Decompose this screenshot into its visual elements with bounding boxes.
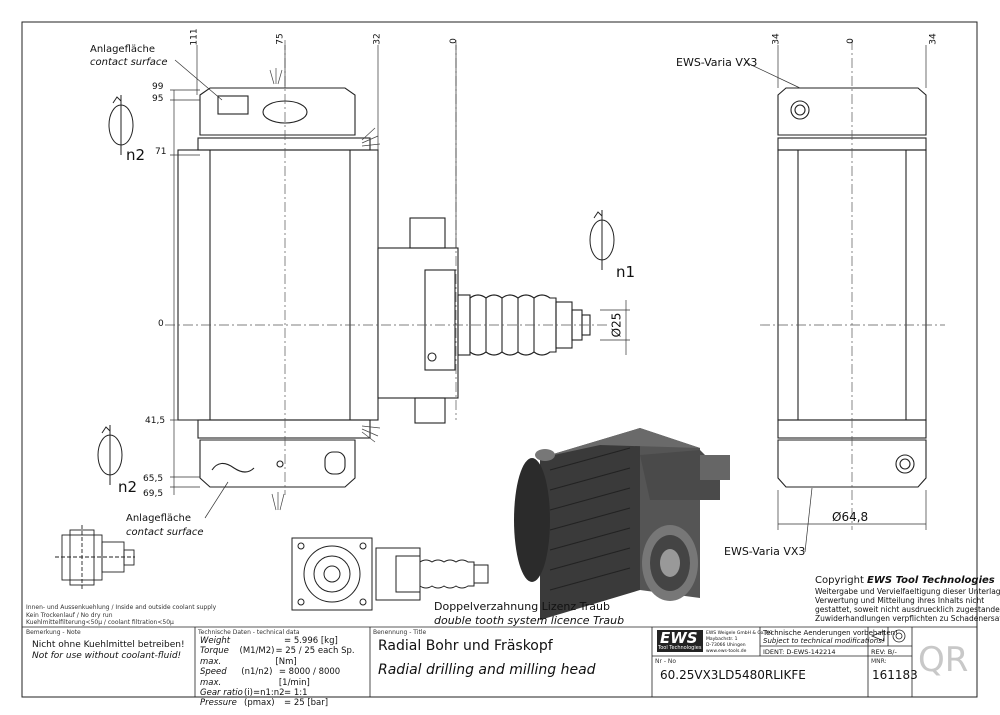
- front-detail-view: [291, 537, 489, 611]
- note-de: Nicht ohne Kuehlmittel betreiben!: [32, 640, 185, 650]
- company-1: EWS Weigele GmbH & Co. KG: [706, 631, 773, 636]
- varia-top-label: EWS-Varia VX3: [676, 56, 758, 69]
- front-view: [177, 87, 591, 488]
- changes-de: Technische Aenderungen vorbehalten!: [763, 629, 898, 637]
- dim-99: 99: [152, 82, 164, 92]
- coolant-note-2: Kein Trockenlauf / No dry run: [26, 612, 113, 619]
- company-4: www.ews-tools.de: [706, 649, 747, 654]
- copyright-title: Copyright EWS Tool Technologies: [815, 575, 995, 586]
- dimension-lines-side: [744, 45, 927, 553]
- tech-row: Gear ratio(i)=n1:n2= 1:1: [200, 688, 368, 698]
- name-header: Benennung - Title: [373, 629, 427, 636]
- coolant-section-view: [55, 525, 135, 590]
- dim-34-right: 34: [928, 33, 939, 45]
- company-3: D-73066 Uhingen: [706, 643, 746, 648]
- tech-row: Weight = 5.996 [kg]: [200, 636, 368, 646]
- qr-placeholder: QR: [918, 640, 969, 680]
- contact-top-de: Anlagefläche: [90, 44, 155, 55]
- tech-row: Pressure (pmax) = 25 [bar]: [200, 698, 368, 708]
- mnr-value: 161183: [872, 668, 918, 682]
- tech-value: = 5.996 [kg]: [284, 636, 338, 646]
- coolant-note-3: Kuehlmittelfilterung<50μ / coolant filtr…: [26, 619, 174, 626]
- ident: IDENT: D-EWS-142214: [763, 648, 836, 656]
- tech-value: = 1:1: [284, 688, 308, 699]
- tech-row: Speed max. (n1/n2) = 8000 / 8000 [1/min]: [200, 667, 368, 688]
- contact-top-en: contact surface: [90, 57, 168, 68]
- note-en: Not for use without coolant-fluid!: [32, 651, 182, 661]
- changes-en: Subject to technical modifications!: [763, 637, 885, 645]
- title-en: Radial drilling and milling head: [378, 662, 596, 678]
- n1-label: n1: [616, 263, 636, 281]
- projection-symbol: [870, 629, 906, 643]
- rotation-symbols: [97, 95, 615, 485]
- coolant-note-1: Innen- und Aussenkuehlung / Inside and o…: [26, 604, 217, 611]
- dim-71: 71: [155, 147, 167, 157]
- 3d-render: [514, 428, 730, 620]
- centerlines-side: [760, 40, 945, 530]
- tech-unit: (M1/M2): [239, 646, 275, 657]
- dim-0-side: 0: [845, 38, 856, 44]
- rev: REV: B/-: [871, 648, 897, 656]
- varia-bottom-label: EWS-Varia VX3: [724, 545, 806, 558]
- tech-unit: [244, 636, 284, 646]
- licence-de: Doppelverzahnung Lizenz Traub: [434, 600, 610, 613]
- tech-label: Torque max.: [200, 646, 229, 667]
- contact-bottom-de: Anlagefläche: [126, 513, 191, 524]
- tech-unit: (i)=n1:n2: [244, 688, 285, 699]
- dim-95: 95: [152, 94, 164, 104]
- coolant-spray-marks: [269, 68, 381, 511]
- dia-shaft-label: Ø25: [609, 312, 624, 338]
- copyright-line-3: gestattet, soweit nicht ausdruecklich zu…: [815, 605, 1000, 614]
- dim-69-5: 69,5: [143, 489, 164, 499]
- title-de: Radial Bohr und Fräskopf: [378, 638, 553, 654]
- logo-text: EWS: [660, 629, 698, 647]
- copyright-line-1: Weitergabe und Vervielfaeltigung dieser …: [815, 587, 1000, 596]
- copyright-line-4: Zuwiderhandlungen verpflichten zu Schade…: [815, 614, 1000, 623]
- tech-unit: (n1/n2): [241, 667, 273, 678]
- dim-34-left: 34: [771, 33, 782, 45]
- dim-75: 75: [275, 33, 286, 45]
- tech-label: Weight: [200, 636, 231, 646]
- tech-value: = 25 / 25 each Sp. [Nm]: [275, 646, 355, 667]
- tech-value: = 8000 / 8000 [1/min]: [278, 667, 341, 688]
- part-number: 60.25VX3LD5480RLIKFE: [660, 668, 806, 682]
- dim-111: 111: [189, 28, 200, 46]
- dim-32: 32: [372, 33, 383, 45]
- nr-header: Nr - No: [655, 658, 677, 665]
- note-header: Bemerkung - Note: [26, 629, 81, 636]
- tech-label: Gear ratio: [200, 688, 243, 699]
- tech-header: Technische Daten - technical data: [198, 629, 300, 636]
- licence-en: double tooth system licence Traub: [434, 614, 625, 627]
- tech-label: Speed max.: [200, 667, 227, 688]
- tech-label: Pressure: [200, 698, 237, 709]
- dimension-lines-front: [170, 45, 630, 519]
- tech-row: Torque max. (M1/M2)= 25 / 25 each Sp. [Nm…: [200, 646, 368, 667]
- n2-bottom-label: n2: [118, 478, 138, 496]
- copyright-brand: EWS Tool Technologies: [867, 575, 995, 586]
- logo-sub: Tool Technologies: [658, 645, 702, 651]
- contact-bottom-en: contact surface: [126, 527, 204, 538]
- dim-65-5: 65,5: [143, 474, 164, 484]
- title-block-frame: [22, 626, 977, 697]
- dim-0-left: 0: [158, 319, 164, 329]
- dim-41-5: 41,5: [145, 416, 166, 426]
- tech-value: = 25 [bar]: [284, 698, 329, 709]
- mnr-header: MNR:: [871, 658, 887, 665]
- copyright-prefix: Copyright: [815, 575, 868, 586]
- tech-data-table: Weight= 5.996 [kg] Torque max.(M1/M2)= 2…: [200, 636, 368, 709]
- tech-unit: (pmax): [244, 698, 275, 709]
- dim-0-top: 0: [448, 38, 459, 44]
- ews-logo: [657, 630, 703, 652]
- dia-body-label: Ø64,8: [832, 510, 869, 524]
- sheet-border: [21, 21, 978, 698]
- copyright-line-2: Verwertung und Mitteilung ihres Inhalts …: [815, 596, 985, 605]
- n2-top-label: n2: [126, 146, 146, 164]
- company-2: Maybachstr. 1: [706, 637, 738, 642]
